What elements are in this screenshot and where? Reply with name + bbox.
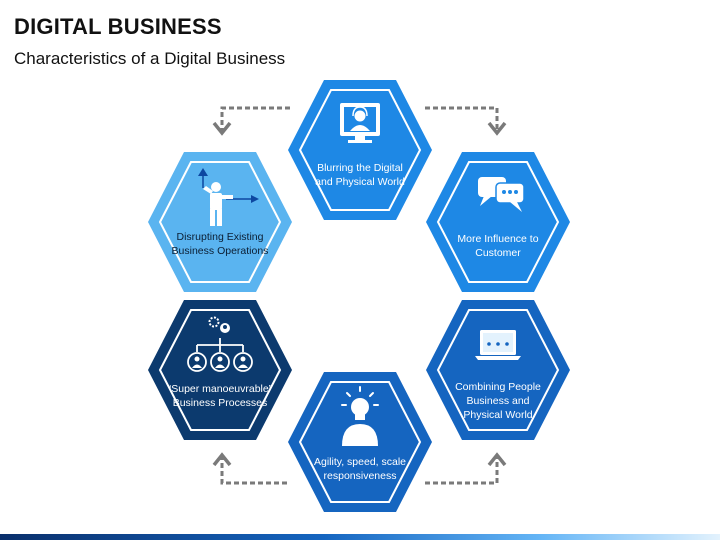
hexagon-shape bbox=[426, 152, 570, 292]
hexagon-inner-border bbox=[436, 161, 560, 283]
video-call-icon bbox=[340, 103, 380, 143]
hexagon-inner-border bbox=[158, 161, 282, 283]
hexagon-label: Business Operations bbox=[172, 245, 269, 257]
hexagon-label: and Physical World bbox=[315, 176, 405, 188]
person-pointing-icon bbox=[198, 168, 259, 226]
arrow-bottom-left bbox=[212, 452, 232, 467]
hexagon-label: Disrupting Existing bbox=[177, 231, 264, 243]
hexagon-label: Combining People bbox=[455, 381, 541, 393]
hexagon-label: responsiveness bbox=[324, 470, 397, 482]
page-title: DIGITAL BUSINESS bbox=[14, 14, 222, 39]
hexagon-label: Agility, speed, scale bbox=[314, 456, 406, 468]
connectors bbox=[220, 106, 499, 485]
hexagon-label: “Super manoeuvrable” bbox=[168, 383, 273, 395]
page-subtitle: Characteristics of a Digital Business bbox=[14, 49, 286, 68]
hexagon-label: Business Processes bbox=[173, 397, 268, 409]
connector-top-left bbox=[220, 106, 290, 133]
hexagon-shape bbox=[426, 300, 570, 440]
hexagon-label: Physical World bbox=[463, 409, 532, 421]
arrow-top-left bbox=[212, 121, 232, 136]
hexagon-inner-border bbox=[436, 309, 560, 431]
hexagon-inner-border bbox=[158, 309, 282, 431]
connector-bottom-left bbox=[220, 455, 290, 485]
laptop-icon bbox=[475, 330, 521, 360]
connector-bottom-right bbox=[425, 455, 499, 485]
hexagon-influence: More Influence to Customer bbox=[426, 152, 570, 292]
arrow-top-right bbox=[487, 121, 507, 136]
arrow-bottom-right bbox=[487, 452, 507, 467]
hexagon-disrupting: Disrupting Existing Business Operations bbox=[148, 152, 292, 292]
hexagon-inner-border bbox=[298, 89, 422, 211]
footer-gradient-bar bbox=[0, 534, 720, 540]
hexagon-label: Customer bbox=[475, 247, 521, 259]
org-chart-icon bbox=[187, 316, 253, 372]
hexagon-agility: Agility, speed, scale responsiveness bbox=[288, 372, 432, 512]
hexagon-label: Business and bbox=[466, 395, 529, 407]
hexagon-label: More Influence to bbox=[457, 233, 538, 245]
hexagon-combining: Combining People Business and Physical W… bbox=[426, 300, 570, 440]
hexagon-shape bbox=[148, 300, 292, 440]
hexagon-inner-border bbox=[298, 381, 422, 503]
connector-arrows bbox=[212, 121, 507, 467]
chat-bubbles-icon bbox=[478, 177, 525, 212]
hexagon-blurring: Blurring the Digital and Physical World bbox=[288, 80, 432, 220]
hexagon-manoeuvrable: “Super manoeuvrable” Business Processes bbox=[148, 300, 292, 440]
hexagon-shape bbox=[288, 80, 432, 220]
hexagon-label: Blurring the Digital bbox=[317, 162, 403, 174]
connector-top-right bbox=[425, 106, 499, 133]
lightbulb-person-icon bbox=[341, 386, 379, 446]
